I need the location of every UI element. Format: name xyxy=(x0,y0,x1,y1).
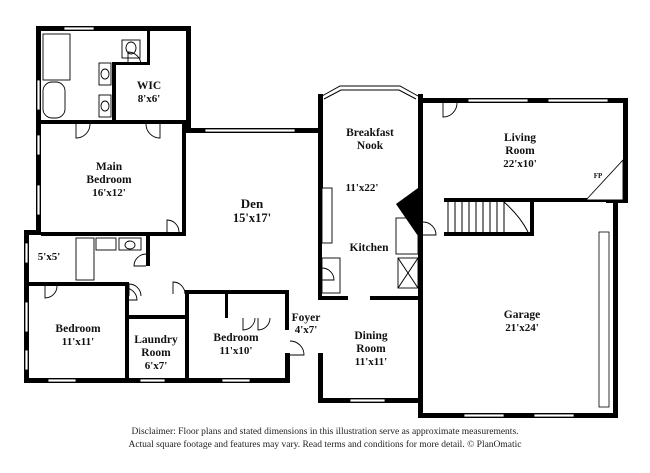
living-name-1: Living xyxy=(504,132,536,144)
laundry-dim: 6'x7' xyxy=(145,360,168,372)
main-bedroom-name-1: Main xyxy=(96,161,123,173)
laundry-name-1: Laundry xyxy=(134,334,178,346)
bedroom-mid-dim: 11'x10' xyxy=(219,345,252,357)
dining-dim: 11'x11' xyxy=(355,356,387,368)
breakfast-name-2: Nook xyxy=(357,140,384,152)
fireplace-icon xyxy=(584,158,624,201)
den-name: Den xyxy=(241,196,264,211)
doors xyxy=(44,51,458,356)
bath-fixtures xyxy=(42,33,142,281)
wic-name: WIC xyxy=(137,80,161,92)
wic-dim: 8'x6' xyxy=(138,93,161,105)
bedroom-mid-name: Bedroom xyxy=(213,332,259,344)
den-dim: 15'x17' xyxy=(233,211,271,225)
living-dim: 22'x10' xyxy=(503,158,537,170)
living-name-2: Room xyxy=(505,145,535,157)
main-bedroom-dim: 16'x12' xyxy=(92,187,126,199)
garage-dim: 21'x24' xyxy=(505,322,539,334)
foyer-name: Foyer xyxy=(292,312,321,324)
laundry-name-2: Room xyxy=(141,347,171,359)
disclaimer-line-1: Disclaimer: Floor plans and stated dimen… xyxy=(131,427,519,437)
kitchen-dim: 11'x22' xyxy=(345,182,378,194)
interior-walls xyxy=(29,31,614,380)
dining-name-1: Dining xyxy=(354,330,387,342)
staircase xyxy=(447,201,529,233)
bedroom-left-dim: 11'x11' xyxy=(62,336,94,348)
kitchen-name: Kitchen xyxy=(350,242,390,254)
room-labels: WIC 8'x6' Main Bedroom 16'x12' 5'x5' Bed… xyxy=(38,80,603,372)
breakfast-name-1: Breakfast xyxy=(346,127,394,139)
disclaimer: Disclaimer: Floor plans and stated dimen… xyxy=(0,426,650,452)
kitchen-chimney xyxy=(396,188,418,236)
fireplace-label: FP xyxy=(594,172,603,180)
dining-name-2: Room xyxy=(356,343,386,355)
bedroom-left-name: Bedroom xyxy=(55,323,101,335)
kitchen-fixtures xyxy=(321,187,419,294)
disclaimer-line-2: Actual square footage and features may v… xyxy=(128,440,522,450)
windows xyxy=(24,26,609,418)
main-bedroom-name-2: Bedroom xyxy=(86,174,132,186)
garage-name: Garage xyxy=(504,309,540,321)
foyer-dim: 4'x7' xyxy=(295,324,318,336)
small-bath-dim: 5'x5' xyxy=(38,251,61,263)
garage-door xyxy=(598,231,610,408)
